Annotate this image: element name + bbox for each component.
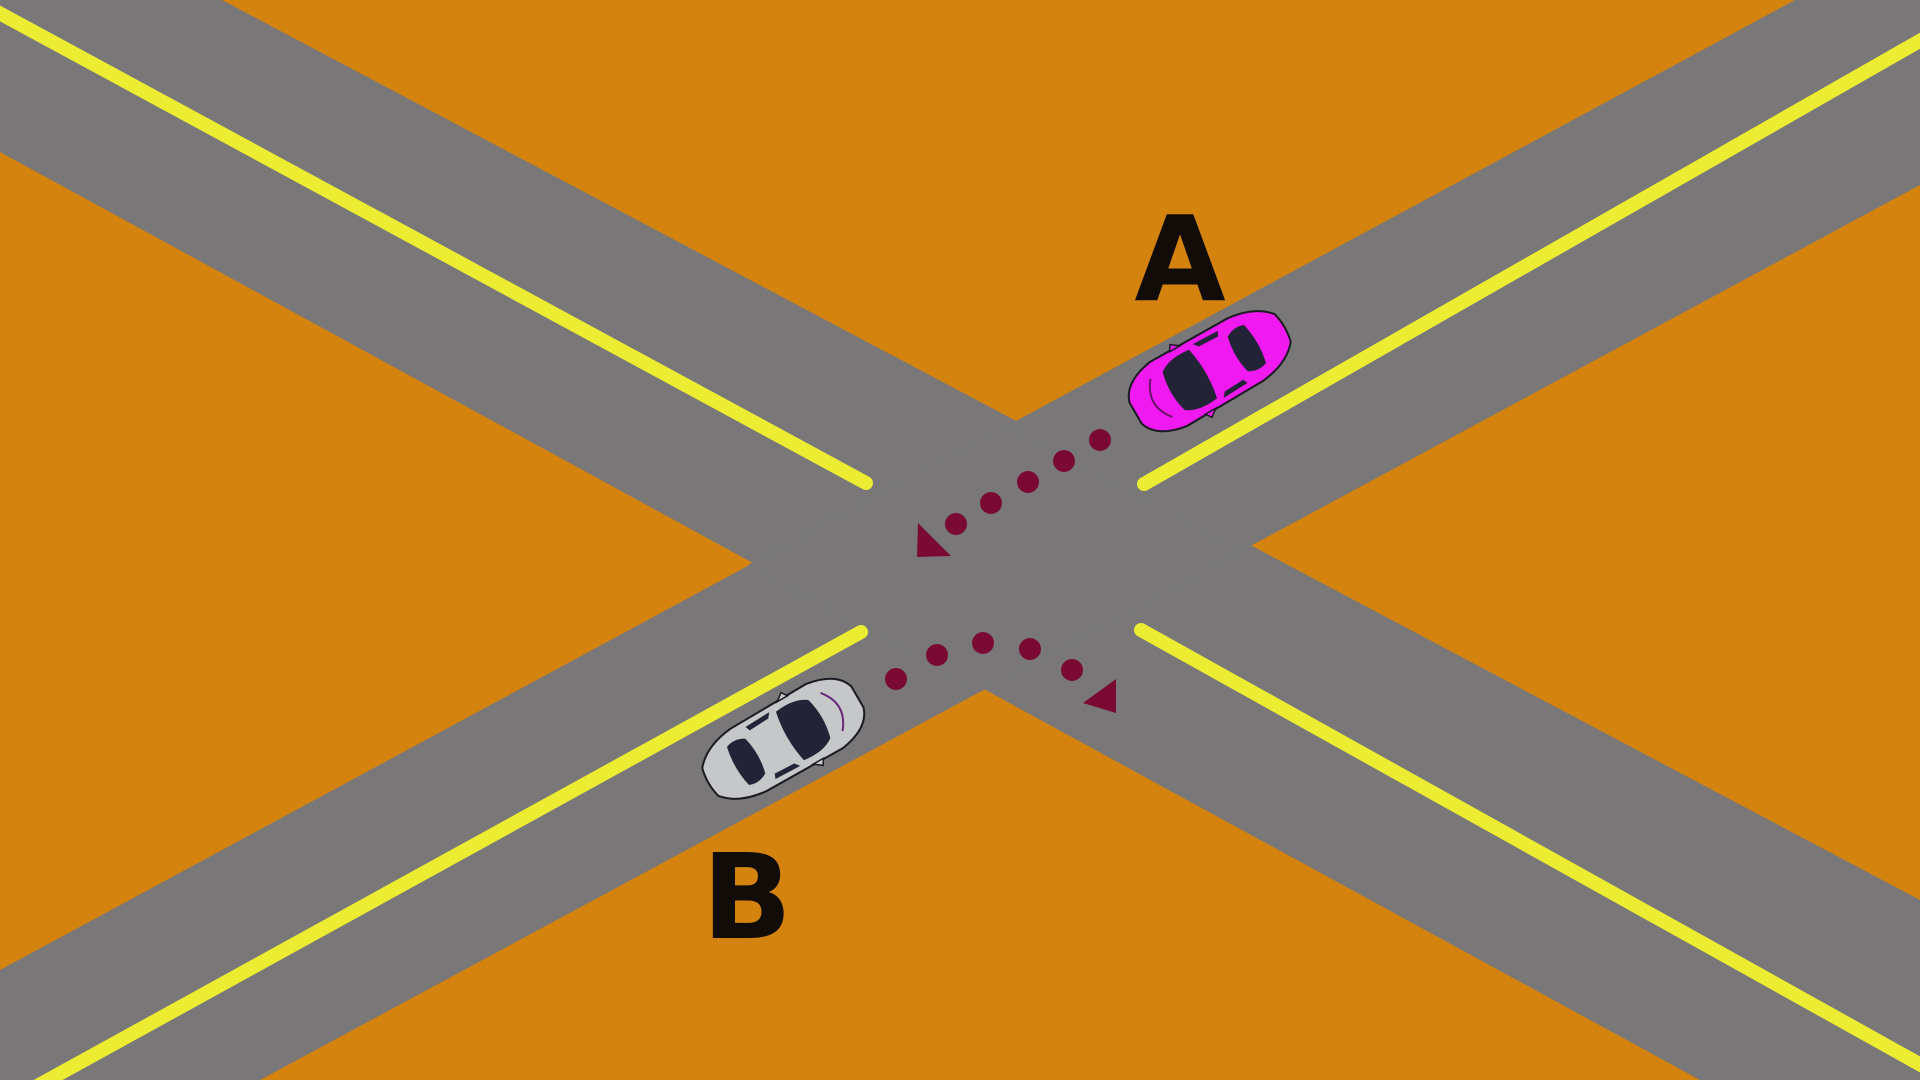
car-a-label: A <box>1134 190 1225 328</box>
car-b <box>701 677 866 800</box>
car-a-mirror-left <box>1203 406 1218 419</box>
car-b-mirror-left <box>775 691 790 704</box>
car-a-rear-window <box>1227 324 1267 372</box>
car-b-side-window-bottom <box>774 763 801 779</box>
car-b-mirror-right <box>810 756 825 767</box>
path-dot <box>1053 450 1075 472</box>
path-dot <box>1089 429 1111 451</box>
intersection-center <box>748 425 1240 692</box>
car-a-mirror-right <box>1168 343 1183 354</box>
line-ne <box>1137 32 1920 491</box>
arrowhead-a <box>917 523 951 557</box>
path-dot <box>980 492 1002 514</box>
path-car-a <box>917 429 1111 557</box>
car-b-label: B <box>702 828 792 966</box>
car-a <box>1127 310 1292 433</box>
path-dot <box>945 513 967 535</box>
car-b-front-window <box>775 699 831 761</box>
car-a-hood-line <box>1148 378 1173 418</box>
line-sw <box>33 625 868 1080</box>
path-dot <box>885 668 907 690</box>
path-dot <box>1061 659 1083 681</box>
car-a-side-window-top <box>1223 379 1248 398</box>
car-a-front-window <box>1162 349 1218 411</box>
path-dot <box>926 644 948 666</box>
path-dot <box>1019 638 1041 660</box>
arrowhead-b <box>1083 679 1116 713</box>
car-a-side-window-bottom <box>1192 331 1219 347</box>
path-car-b <box>885 632 1116 713</box>
road-lines <box>0 5 1920 1080</box>
line-nw <box>0 5 873 490</box>
path-dot <box>1017 471 1039 493</box>
car-b-hood-line <box>820 692 845 732</box>
line-se <box>1134 623 1920 1073</box>
car-b-rear-window <box>726 738 766 786</box>
path-dot <box>972 632 994 654</box>
car-b-side-window-top <box>745 712 770 731</box>
